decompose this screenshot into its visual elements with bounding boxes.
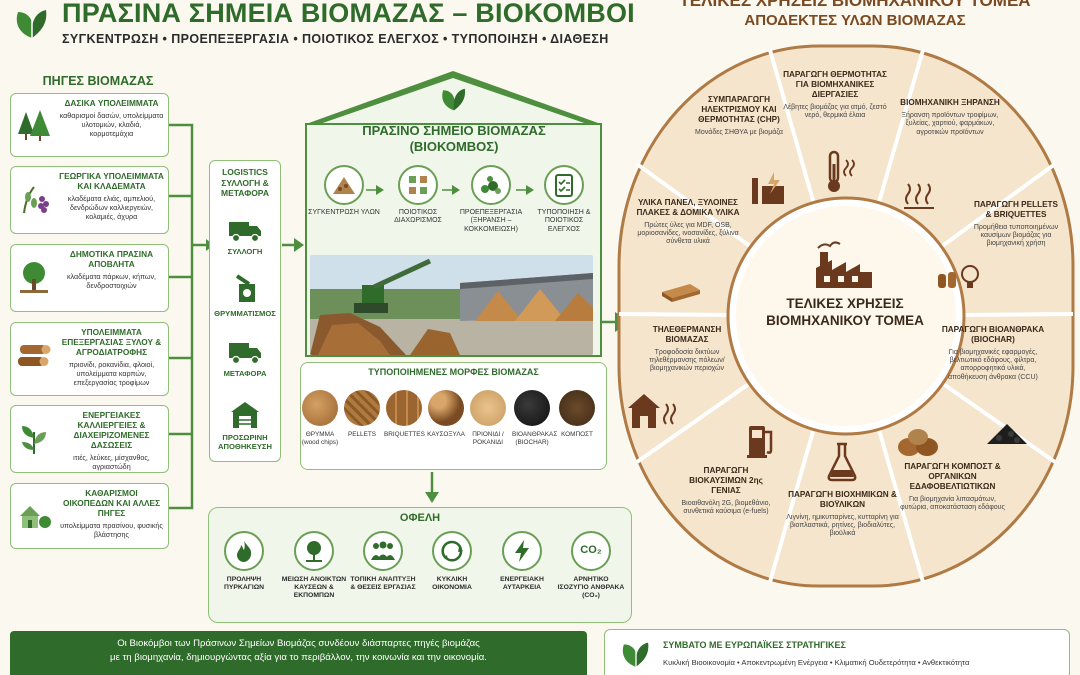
leaf-logo-icon xyxy=(16,10,47,38)
fuel-pump-icon xyxy=(747,426,773,458)
right-title: ΤΕΛΙΚΕΣ ΧΡΗΣΕΙΣ ΒΙΟΜΗΧΑΝΙΚΟΥ ΤΟΜΕΑ xyxy=(679,0,1031,10)
benefit-carbon-negative: CO₂ ΑΡΝΗΤΙΚΟ ΙΣΟΖΥΓΙΟ ΑΝΘΡΑΚΑ (CO₂) xyxy=(557,531,625,600)
logistics-step-transport: ΜΕΤΑΦΟΡΑ xyxy=(209,340,281,378)
segment-industrial-drying: ΒΙΟΜΗΧΑΝΙΚΗ ΞΗΡΑΝΣΗ Ξήρανση προϊόντων τρ… xyxy=(900,98,1000,136)
source-card-forest: ΔΑΣΙΚΑ ΥΠΟΛΕΙΜΜΑΤΑ καθαρισμοί δασών, υπο… xyxy=(10,93,169,157)
tree-no-smoke-icon xyxy=(306,541,322,562)
thermometer-icon xyxy=(828,150,855,192)
hub-title: ΠΡΑΣΙΝΟ ΣΗΜΕΙΟ ΒΙΟΜΑΖΑΣ (ΒΙΟΚΟΜΒΟΣ) xyxy=(362,123,546,155)
page-title: ΠΡΑΣΙΝΑ ΣΗΜΕΙΑ ΒΙΟΜΑΖΑΣ – ΒΙΟΚΟΜΒΟΙ xyxy=(62,0,635,28)
form-briquettes: BRIQUETTES xyxy=(384,390,425,439)
olive-grape-icon xyxy=(23,186,49,214)
logistics-step-storage: ΠΡΟΣΩΡΙΝΗ ΑΠΟΘΗΚΕΥΣΗ xyxy=(209,400,281,451)
process-step-sorting: ΠΟΙΟΤΙΚΟΣ ΔΙΑΧΩΡΙΣΜΟΣ xyxy=(382,165,454,226)
form-firewood: ΚΑΥΣΟΞΥΛΑ xyxy=(426,390,466,439)
form-pellets: PELLETS xyxy=(342,390,382,439)
biomass-yard-illustration xyxy=(310,255,593,355)
segment-pellets-briquettes: ΠΑΡΑΓΩΓΗ PELLETS & BRIQUETTES Προμήθεια … xyxy=(973,200,1059,248)
factory-icon xyxy=(816,241,872,288)
chp-plant-icon xyxy=(752,172,784,204)
segment-biochemicals: ΠΑΡΑΓΩΓΗ ΒΙΟΧΗΜΙΚΩΝ & ΒΙΟΫΛΙΚΩΝ Λιγνίνη,… xyxy=(786,490,899,538)
pile-icon xyxy=(333,177,355,194)
form-sawdust: ΠΡΙΟΝΙΔΙ / ΡΟΚΑΝΙΔΙ xyxy=(468,390,508,446)
compost-sacks-icon xyxy=(898,429,938,456)
granules-icon xyxy=(481,176,501,194)
benefits-title: ΟΦΕΛΗ xyxy=(399,512,441,524)
process-step-collection: ΣΥΓΚΕΝΤΡΩΣΗ ΥΛΩΝ xyxy=(308,165,380,217)
sources-heading: ΠΗΓΕΣ ΒΙΟΜΑΖΑΣ xyxy=(42,74,154,88)
chipper-icon xyxy=(235,274,255,302)
flask-icon xyxy=(827,442,857,482)
process-step-pretreatment: ΠΡΟΕΠΕΞΕΡΓΑΣΙΑ (ΞΗΡΑΝΣΗ – ΚΟΚΚΟΜΕΙΩΣΗ) xyxy=(455,165,527,234)
forms-title: ΤΥΠΟΠΟΙΗΜΕΝΕΣ ΜΟΡΦΕΣ ΒΙΟΜΑΖΑΣ xyxy=(368,367,539,377)
form-biochar: ΒΙΟΑΝΘΡΑΚΑΣ (BIOCHAR) xyxy=(512,390,557,446)
park-tree-icon xyxy=(20,262,48,293)
page-subtitle: ΣΥΓΚΕΝΤΡΩΣΗ • ΠΡΟΕΠΕΞΕΡΓΑΣΙΑ • ΠΟΙΟΤΙΚΟΣ… xyxy=(62,32,609,46)
benefit-local-development: ΤΟΠΙΚΗ ΑΝΑΠΤΥΞΗ & ΘΕΣΕΙΣ ΕΡΓΑΣΙΑΣ xyxy=(349,531,417,592)
segment-panels-materials: ΥΛΙΚΑ ΠΑΝΕΛ, ΞΥΛΟΙΝΕΣ ΠΛΑΚΕΣ & ΔΟΜΙΚΑ ΥΛ… xyxy=(636,198,740,246)
segment-district-heating: ΤΗΛΕΘΕΡΜΑΝΣΗ ΒΙΟΜΑΖΑΣ Τροφοδοσία δικτύων… xyxy=(649,325,725,373)
eu-leaf-icon xyxy=(622,642,649,667)
hub-leaf-icon xyxy=(442,88,466,111)
logistics-step-chipping: ΘΡΥΜΜΑΤΙΣΜΟΣ xyxy=(209,274,281,318)
source-card-municipal: ΔΗΜΟΤΙΚΑ ΠΡΑΣΙΝΑ ΑΠΟΒΛΗΤΑ κλαδέματα πάρκ… xyxy=(10,244,169,312)
right-subtitle: ΑΠΟΔΕΚΤΕΣ ΥΛΩΝ ΒΙΟΜΑΖΑΣ xyxy=(744,12,966,29)
logistics-title: LOGISTICS ΣΥΛΛΟΓΗ & ΜΕΤΑΦΟΡΑ xyxy=(221,167,269,199)
segment-chp: ΣΥΜΠΑΡΑΓΩΓΗ ΗΛΕΚΤΡΙΣΜΟΥ ΚΑΙ ΘΕΡΜΟΤΗΤΑΣ (… xyxy=(695,95,783,136)
house-shrub-icon xyxy=(20,506,51,528)
source-card-agricultural: ΓΕΩΡΓΙΚΑ ΥΠΟΛΕΙΜΜΑΤΑ ΚΑΙ ΚΛΑΔΕΜΑΤΑ κλαδέ… xyxy=(10,166,169,234)
form-wood-chips: ΘΡΥΜΜΑ (wood chips) xyxy=(300,390,340,446)
wood-board-icon xyxy=(662,284,700,302)
source-card-energy-crops: ΕΝΕΡΓΕΙΑΚΕΣ ΚΑΛΛΙΕΡΓΕΙΕΣ & ΔΙΑΧΕΙΡΙΖΟΜΕΝ… xyxy=(10,405,169,473)
process-step-quality: ΤΥΠΟΠΟΙΗΣΗ & ΠΟΙΟΤΙΚΟΣ ΕΛΕΓΧΟΣ xyxy=(528,165,600,234)
truck-icon xyxy=(229,222,261,243)
forest-trees-icon xyxy=(18,110,50,141)
benefit-energy-autonomy: ΕΝΕΡΓΕΙΑΚΗ ΑΥΤΑΡΚΕΙΑ xyxy=(488,531,556,592)
wood-logs-icon xyxy=(18,345,51,366)
footer-eu-strategies: ΣΥΜΒΑΤΟ ΜΕ ΕΥΡΩΠΑΪΚΕΣ ΣΤΡΑΤΗΓΙΚΕΣ Κυκλικ… xyxy=(604,629,1070,675)
biochar-pile-icon xyxy=(987,424,1027,444)
footer-summary: Οι Βιοκόμβοι των Πράσινων Σημείων Βιομάζ… xyxy=(10,631,587,675)
source-card-wood-processing: ΥΠΟΛΕΙΜΜΑΤΑ ΕΠΕΞΕΡΓΑΣΙΑΣ ΞΥΛΟΥ & ΑΓΡΟΔΙΑ… xyxy=(10,322,169,396)
source-card-land-clearing: ΚΑΘΑΡΙΣΜΟΙ ΟΙΚΟΠΕΔΩΝ ΚΑΙ ΑΛΛΕΣ ΠΗΓΕΣ υπο… xyxy=(10,483,169,549)
fire-icon xyxy=(237,541,252,562)
warehouse-icon xyxy=(231,402,259,428)
heated-house-icon xyxy=(628,394,676,428)
recycle-icon xyxy=(441,540,463,562)
benefits-panel xyxy=(208,507,632,623)
co2-icon: CO₂ xyxy=(580,544,602,557)
steam-heat-icon xyxy=(904,183,934,209)
end-uses-wheel xyxy=(617,44,1075,588)
sorting-grid-icon xyxy=(409,176,427,194)
lightning-icon xyxy=(515,540,529,562)
benefit-circular-economy: ΚΥΚΛΙΚΗ ΟΙΚΟΝΟΜΙΑ xyxy=(418,531,486,592)
transport-truck-icon xyxy=(229,343,261,365)
wheel-hub-label: ΤΕΛΙΚΕΣ ΧΡΗΣΕΙΣ ΒΙΟΜΗΧΑΝΙΚΟΥ ΤΟΜΕΑ xyxy=(766,296,924,328)
segment-process-heat: ΠΑΡΑΓΩΓΗ ΘΕΡΜΟΤΗΤΑΣ ΓΙΑ ΒΙΟΜΗΧΑΝΙΚΕΣ ΔΙΕ… xyxy=(783,70,887,119)
benefit-emissions: ΜΕΙΩΣΗ ΑΝΟΙΚΤΩΝ ΚΑΥΣΕΩΝ & ΕΚΠΟΜΠΩΝ xyxy=(280,531,348,600)
checklist-icon xyxy=(555,174,573,197)
form-compost: ΚΟΜΠΟΣΤ xyxy=(557,390,597,439)
segment-biochar: ΠΑΡΑΓΩΓΗ ΒΙΟΑΝΘΡΑΚΑ (BIOCHAR) Για βιομηχ… xyxy=(941,325,1045,381)
benefit-fire-prevention: ΠΡΟΛΗΨΗ ΠΥΡΚΑΓΙΩΝ xyxy=(210,531,278,592)
logistics-step-collection: ΣΥΛΛΟΓΗ xyxy=(209,218,281,256)
segment-biofuels: ΠΑΡΑΓΩΓΗ ΒΙΟΚΑΥΣΙΜΩΝ 2ης ΓΕΝΙΑΣ Βιοαιθαν… xyxy=(681,466,771,515)
people-icon xyxy=(371,541,395,560)
pellets-bulb-icon xyxy=(938,265,979,288)
sprout-icon xyxy=(22,426,46,454)
segment-compost: ΠΑΡΑΓΩΓΗ ΚΟΜΠΟΣΤ & ΟΡΓΑΝΙΚΩΝ ΕΔΑΦΟΒΕΛΤΙΩ… xyxy=(900,462,1005,511)
